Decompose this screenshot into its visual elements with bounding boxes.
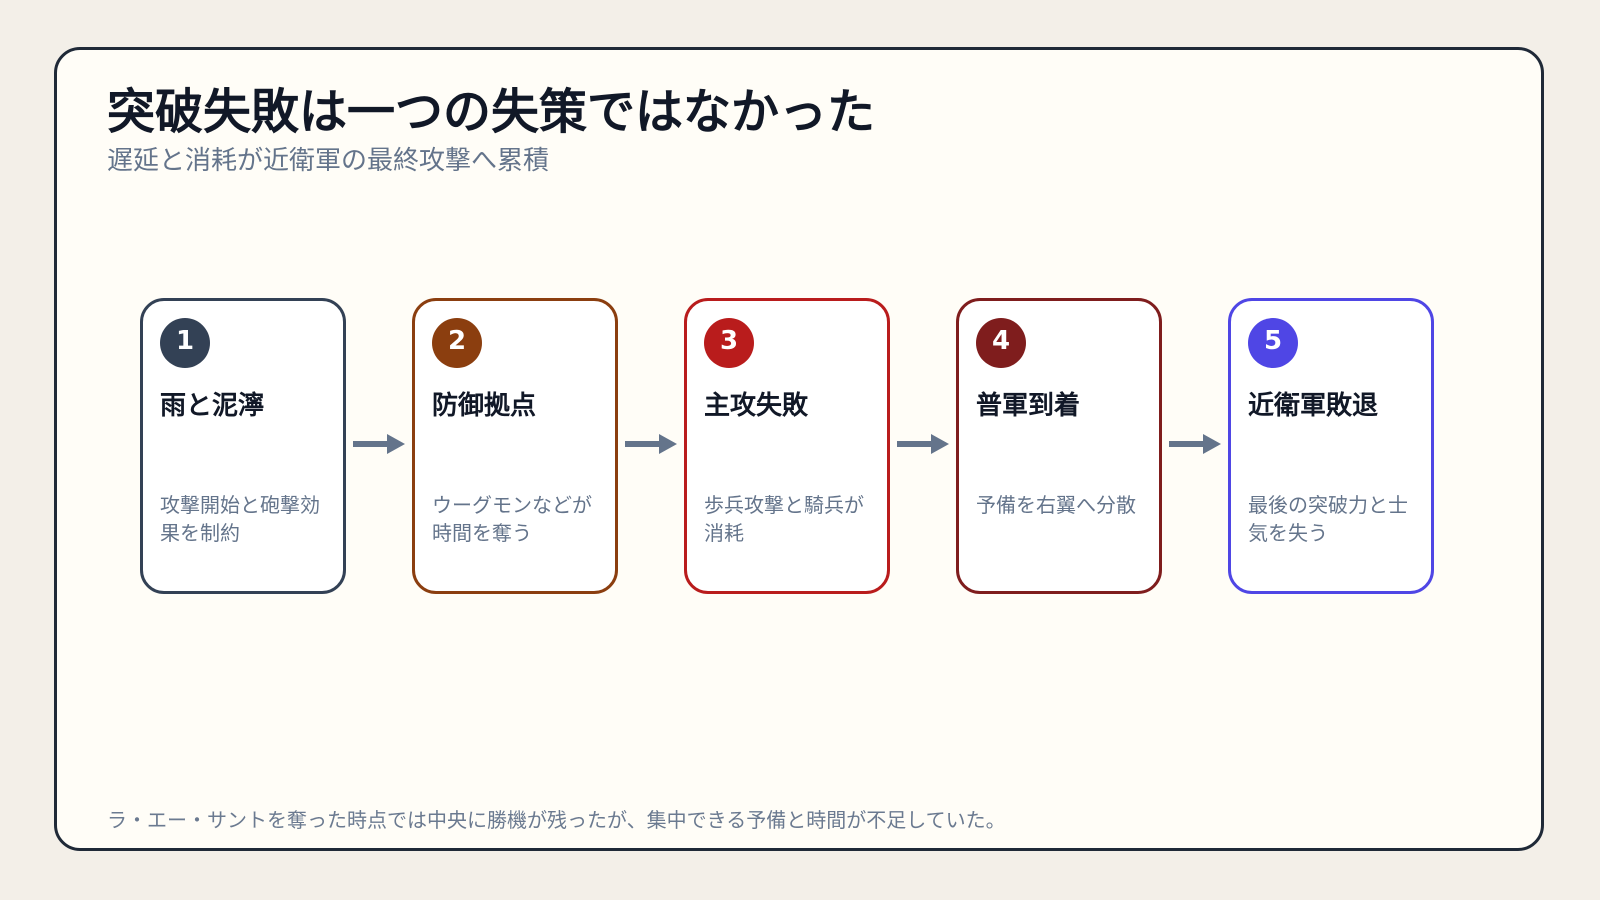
step-number-badge: 3 <box>704 318 754 368</box>
step-number-badge: 4 <box>976 318 1026 368</box>
step-description: ウーグモンなどが時間を奪う <box>432 493 592 545</box>
step-number-badge: 2 <box>432 318 482 368</box>
step-description: 歩兵攻撃と騎兵が消耗 <box>704 493 864 545</box>
step-card-1: 1 雨と泥濘 攻撃開始と砲撃効果を制約 <box>140 298 346 594</box>
step-description: 予備を右翼へ分散 <box>976 493 1136 517</box>
step-title: 防御拠点 <box>432 391 537 421</box>
arrow-right-icon <box>1169 434 1221 454</box>
step-card-3: 3 主攻失敗 歩兵攻撃と騎兵が消耗 <box>684 298 890 594</box>
arrow-right-icon <box>625 434 677 454</box>
arrow-right-icon <box>353 434 405 454</box>
arrow-head <box>387 434 405 454</box>
step-title: 普軍到着 <box>976 391 1081 421</box>
footnote: ラ・エー・サントを奪った時点では中央に勝機が残ったが、集中できる予備と時間が不足… <box>107 808 1006 832</box>
arrow-head <box>931 434 949 454</box>
step-title: 雨と泥濘 <box>160 391 265 421</box>
step-number-badge: 5 <box>1248 318 1298 368</box>
step-card-2: 2 防御拠点 ウーグモンなどが時間を奪う <box>412 298 618 594</box>
step-description: 最後の突破力と士気を失う <box>1248 493 1408 545</box>
step-card-5: 5 近衛軍敗退 最後の突破力と士気を失う <box>1228 298 1434 594</box>
page-subtitle: 遅延と消耗が近衛軍の最終攻撃へ累積 <box>107 146 550 176</box>
step-title: 近衛軍敗退 <box>1248 391 1379 421</box>
step-number-badge: 1 <box>160 318 210 368</box>
arrow-shaft <box>897 441 935 447</box>
arrow-shaft <box>353 441 391 447</box>
arrow-shaft <box>625 441 663 447</box>
page-title: 突破失敗は一つの失策ではなかった <box>107 84 876 140</box>
step-title: 主攻失敗 <box>704 391 809 421</box>
slide-frame: 突破失敗は一つの失策ではなかった 遅延と消耗が近衛軍の最終攻撃へ累積 1 雨と泥… <box>54 47 1544 851</box>
step-description: 攻撃開始と砲撃効果を制約 <box>160 493 320 545</box>
arrow-head <box>659 434 677 454</box>
arrow-shaft <box>1169 441 1207 447</box>
step-flow: 1 雨と泥濘 攻撃開始と砲撃効果を制約 2 防御拠点 ウーグモンなどが時間を奪う… <box>57 50 1541 848</box>
arrow-right-icon <box>897 434 949 454</box>
arrow-head <box>1203 434 1221 454</box>
step-card-4: 4 普軍到着 予備を右翼へ分散 <box>956 298 1162 594</box>
